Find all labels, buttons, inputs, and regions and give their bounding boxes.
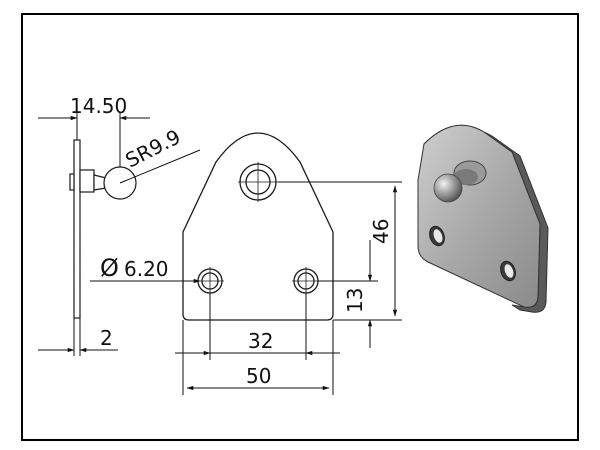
dim-thickness: [38, 318, 118, 356]
dim-hole-height: [318, 240, 378, 348]
dim-hole-height-label: 13: [343, 288, 367, 313]
side-view: [69, 139, 137, 319]
dim-thickness-label: 2: [100, 326, 113, 350]
dim-overall-width: [182, 320, 334, 395]
side-stud-collar: [69, 173, 75, 191]
dim-ball-radius-label: SR9.9: [121, 125, 184, 173]
dim-hole-diameter-label: 6.20: [124, 257, 169, 281]
dim-hole-diameter-symbol: Ø: [100, 254, 119, 282]
front-plate-outline: [182, 132, 334, 321]
dim-stud-offset: [38, 112, 150, 167]
dim-overall-height: [278, 181, 402, 321]
dim-hole-spacing-label: 32: [248, 329, 273, 353]
dim-overall-width-label: 50: [246, 364, 271, 388]
dim-ball-radius: [119, 149, 201, 184]
render-plate-face: [417, 124, 541, 308]
dim-overall-height-label: 46: [369, 219, 393, 244]
side-stud-base: [79, 169, 95, 193]
dim-stud-offset-label: 14.50: [70, 94, 127, 118]
dim-hole-spacing: [175, 293, 340, 360]
front-view: [182, 132, 334, 321]
side-plate: [73, 139, 81, 319]
drawing-frame: [21, 13, 579, 441]
render-ball: [433, 173, 463, 203]
isometric-render: [417, 124, 549, 313]
